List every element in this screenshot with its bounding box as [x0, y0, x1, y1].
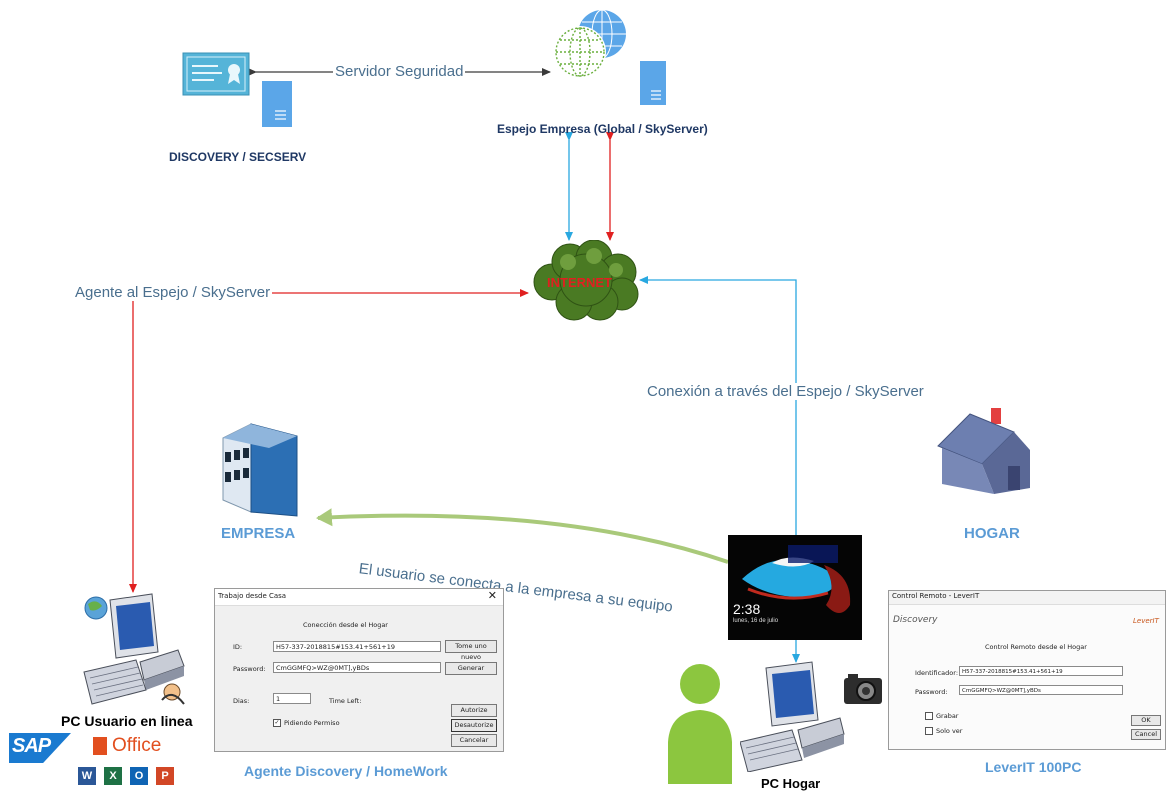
pidiendo-permiso-checkbox[interactable]: ✓Pidiendo Permiso — [273, 719, 340, 727]
edge-label-conexion-espejo: Conexión a través del Espejo / SkyServer — [645, 383, 926, 400]
checkbox-empty-icon — [925, 712, 933, 720]
dialog1-title-bar: Trabajo desde Casa ✕ — [215, 589, 503, 606]
solo-ver-checkbox[interactable]: Solo ver — [925, 727, 962, 735]
grabar-checkbox[interactable]: Grabar — [925, 712, 958, 720]
certificate-icon — [182, 52, 250, 96]
password-label: Password: — [233, 665, 266, 673]
excel-icon: X — [104, 767, 122, 785]
office-building-icon — [222, 423, 298, 517]
checkbox-checked-icon: ✓ — [273, 719, 281, 727]
internet-cloud-icon — [533, 240, 639, 321]
outlook-icon: O — [130, 767, 148, 785]
identificador-field[interactable]: H57-337-2018815#153.41+561+19 — [959, 666, 1123, 676]
dialog2-heading: Control Remoto desde el Hogar — [985, 643, 1087, 651]
house-icon — [937, 408, 1030, 494]
discovery-brand: Discovery — [893, 615, 938, 625]
dialog2-title: Control Remoto - LeverIT — [892, 592, 980, 600]
espejo-caption: Espejo Empresa (Global / SkyServer) — [497, 122, 708, 136]
lock-screen-time: 2:38 — [733, 601, 761, 617]
dias-field[interactable]: 1 — [273, 693, 311, 704]
dias-label: Dias: — [233, 697, 250, 705]
solo-ver-label: Solo ver — [936, 727, 963, 735]
grabar-label: Grabar — [936, 712, 959, 720]
powerpoint-icon: P — [156, 767, 174, 785]
generar-button[interactable]: Generar — [445, 662, 497, 675]
empresa-caption: EMPRESA — [221, 525, 296, 542]
tome-uno-nuevo-button[interactable]: Tome uno nuevo — [445, 640, 497, 661]
cancelar-button[interactable]: Cancelar — [451, 734, 497, 747]
dialog2-password-label: Password: — [915, 688, 948, 696]
password-field[interactable]: CmGGMFQ>WZ@0MT],yBDs — [273, 662, 441, 673]
ok-button[interactable]: OK — [1131, 715, 1161, 726]
lock-screen-art — [742, 545, 851, 613]
trabajo-desde-casa-dialog: Trabajo desde Casa ✕ Conección desde el … — [214, 588, 504, 752]
person-icon — [668, 664, 732, 784]
globe-network-icon — [554, 9, 626, 78]
time-left-label: Time Left: — [329, 697, 362, 705]
checkbox-empty-icon — [925, 727, 933, 735]
agente-discovery-caption: Agente Discovery / HomeWork — [244, 763, 448, 779]
lock-screen-date: lunes, 16 de julio — [733, 618, 779, 624]
autorize-button[interactable]: Autorize — [451, 704, 497, 717]
identificador-label: Identificador: — [915, 669, 959, 677]
pc-usuario-caption: PC Usuario en linea — [61, 713, 193, 729]
edge-label-servidor-seguridad: Servidor Seguridad — [333, 63, 466, 80]
discovery-server-icon — [262, 81, 292, 127]
office-logo-text: Office — [112, 735, 162, 756]
close-icon[interactable]: ✕ — [487, 589, 497, 602]
pidiendo-permiso-label: Pidiendo Permiso — [284, 719, 340, 727]
hogar-caption: HOGAR — [964, 525, 1020, 542]
pc-usuario-icon — [83, 593, 185, 705]
cancel-button[interactable]: Cancel — [1131, 729, 1161, 740]
leverit-caption: LeverIT 100PC — [985, 759, 1082, 775]
leverit-brand: LeverIT — [1133, 617, 1159, 625]
leverit-dialog: Control Remoto - LeverIT Discovery Lever… — [888, 590, 1166, 750]
pc-hogar-caption: PC Hogar — [761, 776, 821, 791]
dialog2-title-bar: Control Remoto - LeverIT — [889, 591, 1165, 605]
internet-label: INTERNET — [547, 275, 612, 290]
dialog1-title: Trabajo desde Casa — [218, 592, 287, 600]
dialog2-password-field[interactable]: CmGGMFQ>WZ@0MT],yBDs — [959, 685, 1123, 695]
pc-hogar-icon — [740, 661, 882, 772]
edge-hogar-internet — [639, 276, 797, 535]
edge-label-agente-espejo: Agente al Espejo / SkyServer — [73, 284, 273, 301]
lock-screen-image: 2:38 lunes, 16 de julio — [728, 535, 862, 640]
discovery-caption: DISCOVERY / SECSERV — [169, 150, 307, 164]
espejo-server-icon — [640, 61, 666, 105]
office-logo-icon — [93, 737, 107, 755]
id-field[interactable]: H57-337-2018815#153.41+561+19 — [273, 641, 441, 652]
dialog1-heading: Conección desde el Hogar — [303, 621, 388, 629]
desautorize-button[interactable]: Desautorize — [451, 719, 497, 732]
edge-usuario-empresa — [316, 508, 729, 564]
word-icon: W — [78, 767, 96, 785]
sap-logo-text: SAP — [12, 735, 51, 757]
id-label: ID: — [233, 643, 243, 651]
